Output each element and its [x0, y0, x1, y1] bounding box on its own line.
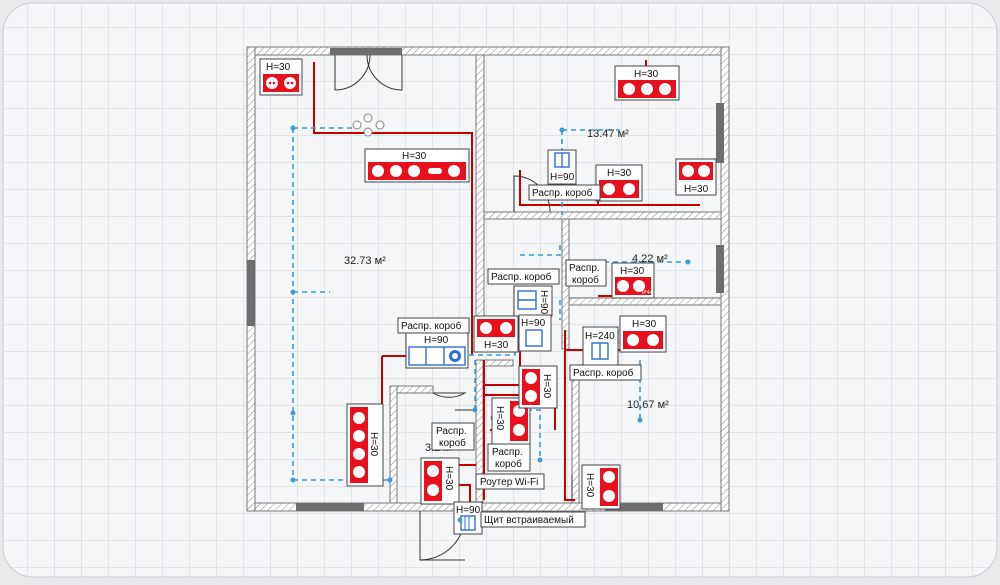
svg-text:Распр.: Распр.	[436, 426, 467, 437]
socket-block[interactable]: Н=30	[581, 464, 621, 510]
room-area-bedroom: 13.47 м²	[587, 128, 629, 140]
socket-height-label: Н=30	[634, 69, 659, 80]
switch-block[interactable]: Н=90	[518, 314, 552, 352]
socket-height-label: Н=30	[584, 473, 595, 498]
socket-block[interactable]: Н=30	[595, 164, 643, 202]
svg-text:Щит встраиваемый: Щит встраиваемый	[484, 515, 574, 526]
socket-block[interactable]: Н=30	[259, 58, 303, 96]
socket-height-label: Н=30	[266, 62, 291, 73]
switch-height-label: Н=90	[521, 318, 546, 329]
socket-block[interactable]: Н=30	[491, 397, 531, 445]
svg-text:Распр. короб: Распр. короб	[491, 271, 552, 283]
junction-points	[290, 125, 691, 523]
socket-block[interactable]: Н=30	[420, 457, 460, 505]
switch-height-label: Н=240	[585, 331, 615, 342]
svg-text:Распр. короб: Распр. короб	[532, 187, 593, 199]
panel-label: Щит встраиваемый	[480, 511, 586, 528]
room-area-kitchen: 10.67 м²	[627, 399, 669, 411]
svg-text:Распр.: Распр.	[492, 447, 523, 458]
svg-text:Распр. короб: Распр. короб	[573, 367, 634, 379]
socket-height-label: Н=30	[541, 374, 552, 399]
room-area-bath: 4.22 м²	[632, 253, 668, 265]
switch-height-label: Н=90	[550, 172, 575, 183]
junction-box-labels: Распр. короб Распр. короб Распр. короб Р…	[397, 184, 642, 472]
room-area-living: 32.73 м²	[344, 255, 386, 267]
socket-height-label: Н=30	[443, 466, 454, 491]
switch-height-label: Н=90	[424, 335, 449, 346]
switch-block[interactable]: Н=90	[453, 501, 483, 535]
junction-box-label: Распр. короб	[397, 317, 470, 334]
junction-box-text-multiline: Распр.	[569, 263, 600, 274]
socket-height-label: Н=30	[684, 184, 709, 195]
socket-block[interactable]: Н=30	[619, 315, 667, 353]
socket-height-label: Н=30	[607, 168, 632, 179]
switch-block[interactable]: Н=90	[547, 149, 577, 185]
socket-block-ip44[interactable]: Н=30 IP44	[611, 262, 655, 299]
svg-text:короб: короб	[495, 458, 522, 470]
socket-block[interactable]: Н=30	[675, 158, 717, 196]
socket-height-label: Н=30	[484, 340, 509, 351]
socket-block[interactable]: Н=30	[614, 65, 680, 101]
switch-block[interactable]: Н=240	[582, 326, 619, 366]
junction-box-label: Распр. короб	[487, 443, 531, 472]
junction-box-label: Распр. короб	[569, 364, 642, 381]
socket-height-label: Н=30	[620, 266, 645, 277]
switch-height-label: Н=90	[456, 505, 481, 516]
socket-block[interactable]: Н=30	[518, 365, 558, 409]
socket-height-label: Н=30	[368, 432, 379, 457]
svg-text:короб: короб	[439, 437, 466, 449]
socket-block[interactable]: Н=30	[473, 315, 519, 353]
svg-text:Распр. короб: Распр. короб	[401, 320, 462, 332]
router-label: Роутер Wi-Fi	[475, 473, 545, 490]
junction-box-label: Распр. короб	[528, 184, 601, 201]
socket-block[interactable]: Н=30	[364, 148, 470, 183]
ip44-mark: IP44	[642, 290, 653, 296]
switch-block[interactable]: Н=90	[513, 285, 553, 317]
socket-height-label: Н=30	[494, 406, 505, 431]
windows	[247, 48, 724, 511]
socket-block[interactable]: Н=30	[346, 403, 384, 487]
junction-box-label: Распр. короб	[565, 259, 607, 287]
junction-box-label: Распр. короб	[487, 268, 560, 285]
socket-height-label: Н=30	[632, 319, 657, 330]
svg-text:Роутер Wi-Fi: Роутер Wi-Fi	[480, 477, 538, 488]
socket-height-label: Н=30	[402, 151, 427, 162]
switch-height-label: Н=90	[538, 290, 549, 315]
junction-box-label: Распр. короб	[431, 422, 475, 451]
svg-text:короб: короб	[572, 274, 599, 286]
switch-block[interactable]: Н=90	[405, 331, 469, 369]
